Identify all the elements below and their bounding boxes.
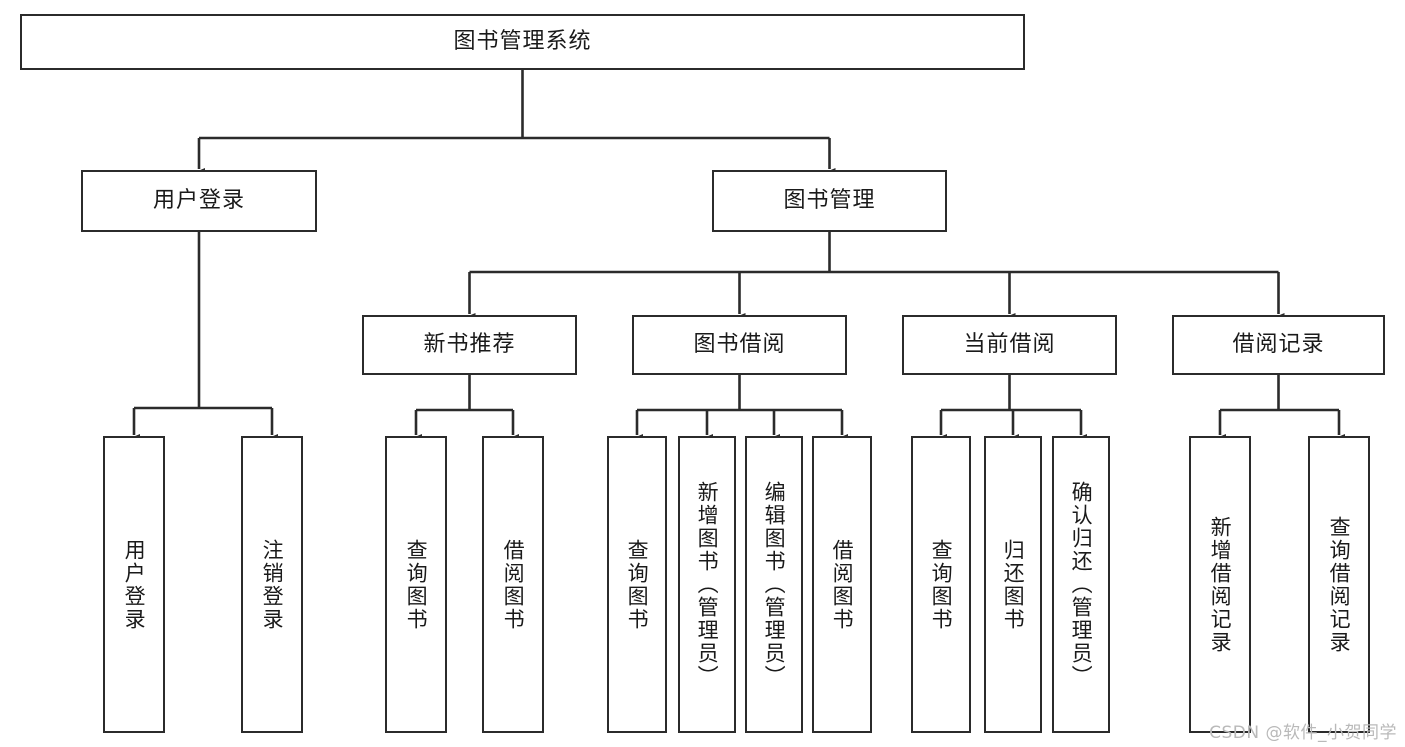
node-leaf-return-book[interactable]: 归还图书 (984, 436, 1042, 733)
node-label: 当前借阅 (963, 331, 1056, 357)
node-label: 图书管理系统 (453, 28, 592, 54)
node-leaf-add-book[interactable]: 新增图书（管理员） (678, 436, 736, 733)
node-label: 图书管理 (783, 187, 876, 213)
node-label: 新书推荐 (423, 331, 516, 357)
node-label: 用户登录 (122, 538, 147, 631)
node-leaf-borrow-book-1[interactable]: 借阅图书 (482, 436, 544, 733)
node-leaf-query-book-3[interactable]: 查询图书 (911, 436, 971, 733)
node-leaf-user-login[interactable]: 用户登录 (103, 436, 165, 733)
node-leaf-confirm-return[interactable]: 确认归还（管理员） (1052, 436, 1110, 733)
node-label: 确认归还（管理员） (1069, 481, 1094, 688)
node-label: 归还图书 (1001, 538, 1026, 631)
node-label: 借阅图书 (830, 538, 855, 631)
node-borrow-record[interactable]: 借阅记录 (1172, 315, 1385, 375)
node-label: 用户登录 (152, 187, 245, 213)
node-leaf-add-record[interactable]: 新增借阅记录 (1189, 436, 1251, 733)
node-label: 借阅记录 (1232, 331, 1325, 357)
node-label: 图书借阅 (693, 331, 786, 357)
node-leaf-query-record[interactable]: 查询借阅记录 (1308, 436, 1370, 733)
node-leaf-query-book-2[interactable]: 查询图书 (607, 436, 667, 733)
node-label: 查询图书 (625, 538, 650, 631)
node-label: 查询图书 (404, 538, 429, 631)
node-current-borrow[interactable]: 当前借阅 (902, 315, 1117, 375)
node-new-book-recommend[interactable]: 新书推荐 (362, 315, 577, 375)
node-leaf-logout[interactable]: 注销登录 (241, 436, 303, 733)
node-label: 新增图书（管理员） (695, 481, 720, 688)
node-label: 查询借阅记录 (1327, 515, 1352, 654)
node-root[interactable]: 图书管理系统 (20, 14, 1025, 70)
connector-lines (128, 70, 1345, 444)
node-label: 查询图书 (929, 538, 954, 631)
node-book-borrow[interactable]: 图书借阅 (632, 315, 847, 375)
node-leaf-borrow-book-2[interactable]: 借阅图书 (812, 436, 872, 733)
node-leaf-edit-book[interactable]: 编辑图书（管理员） (745, 436, 803, 733)
node-book-manage[interactable]: 图书管理 (712, 170, 947, 232)
node-user-login[interactable]: 用户登录 (81, 170, 317, 232)
node-label: 新增借阅记录 (1208, 515, 1233, 654)
node-leaf-query-book-1[interactable]: 查询图书 (385, 436, 447, 733)
node-label: 借阅图书 (501, 538, 526, 631)
node-label: 注销登录 (260, 538, 285, 631)
node-label: 编辑图书（管理员） (762, 481, 787, 688)
